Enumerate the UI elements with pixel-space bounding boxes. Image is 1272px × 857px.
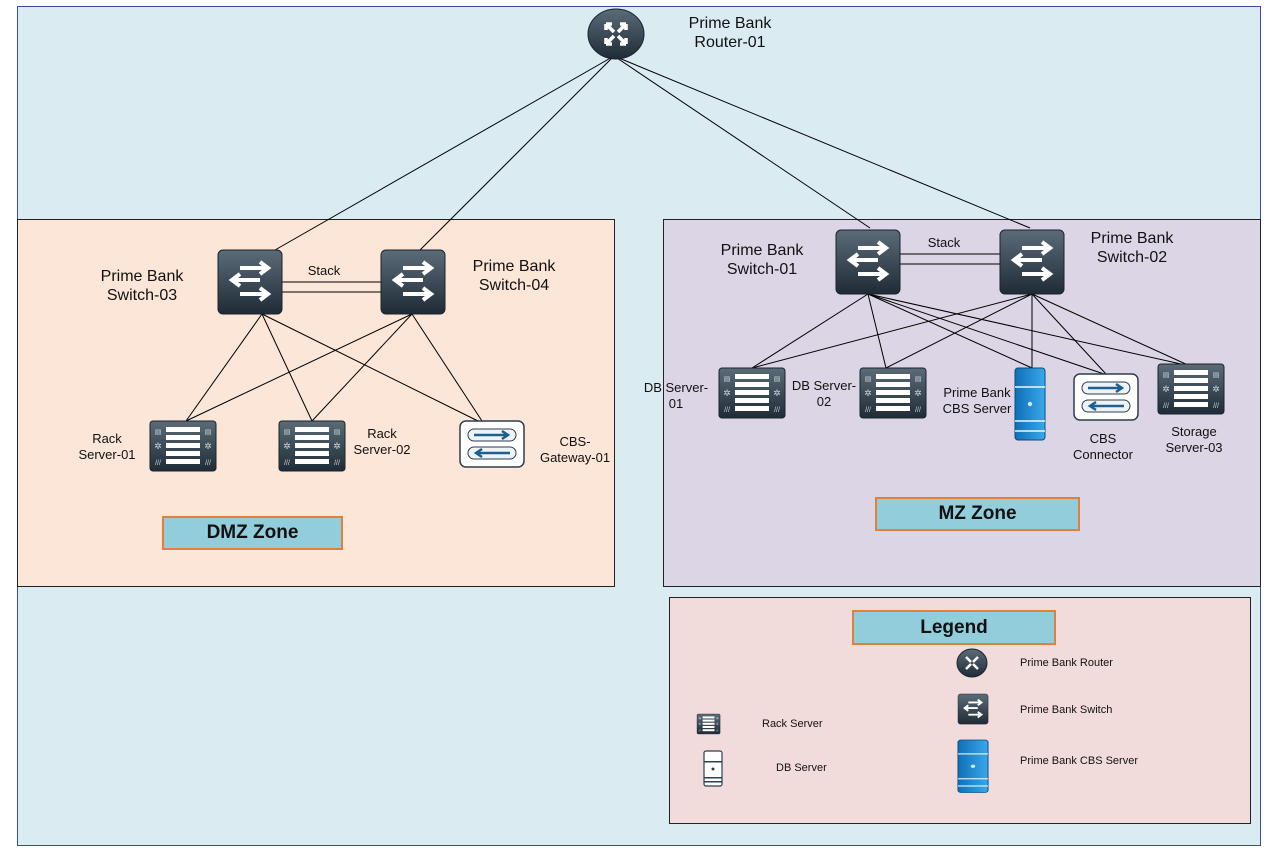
rack-server-01-label-line2: Server-01 <box>78 446 136 462</box>
rack-server-01-label-line1: Rack <box>92 431 122 446</box>
cbs-server-icon[interactable] <box>1014 367 1046 441</box>
switch-04-icon[interactable] <box>379 248 447 316</box>
rack-server-02-label-line2: Server-02 <box>353 441 411 457</box>
rack-server-01-label: Rack Server-01 <box>72 431 142 462</box>
router-label-line2: Router-01 <box>694 34 766 52</box>
legend-db-server-text: DB Server <box>776 762 827 774</box>
cbs-connector-label-line2: Connector <box>1073 446 1133 462</box>
legend-rack-server-text: Rack Server <box>762 718 823 730</box>
cbs-server-label-line1: Prime Bank <box>943 385 1011 400</box>
switch-01-label-line2: Switch-01 <box>726 261 798 279</box>
db-server-02-label: DB Server- 02 <box>786 378 862 409</box>
legend-switch-text: Prime Bank Switch <box>1020 704 1113 716</box>
db-server-01-label: DB Server- 01 <box>638 380 714 411</box>
cbs-gateway-01-label-line1: CBS- <box>559 434 591 449</box>
switch-01-label-line1: Prime Bank <box>720 242 804 259</box>
cbs-connector-label: CBS Connector <box>1066 431 1140 462</box>
switch-04-label-line2: Switch-04 <box>478 277 550 295</box>
switch-03-label-line2: Switch-03 <box>106 287 178 305</box>
cbs-gateway-01-label: CBS- Gateway-01 <box>532 434 618 465</box>
rack-server-02-label: Rack Server-02 <box>347 426 417 457</box>
rack-server-01-icon[interactable] <box>149 420 217 472</box>
switch-01-label: Prime Bank Switch-01 <box>712 241 812 279</box>
cbs-connector-icon[interactable] <box>1072 372 1140 422</box>
legend-router-text: Prime Bank Router <box>1020 657 1113 669</box>
legend-db-server-icon <box>703 750 723 787</box>
connection-lines <box>185 55 1191 422</box>
rack-server-02-icon[interactable] <box>278 420 346 472</box>
legend-title: Legend <box>852 610 1056 645</box>
cbs-server-label-line2: CBS Server <box>942 400 1012 416</box>
db-server-02-label-line1: DB Server- <box>791 378 857 393</box>
storage-server-03-label-line1: Storage <box>1171 424 1217 439</box>
switch-04-label-line1: Prime Bank <box>472 258 556 275</box>
storage-server-03-label: Storage Server-03 <box>1154 424 1234 455</box>
switch-02-icon[interactable] <box>998 228 1066 296</box>
router-icon[interactable] <box>587 8 645 60</box>
cbs-gateway-01-label-line2: Gateway-01 <box>539 449 611 465</box>
db-server-01-label-line1: DB Server- <box>643 380 709 395</box>
router-label: Prime Bank Router-01 <box>680 14 780 52</box>
db-server-01-label-line2: 01 <box>668 395 684 411</box>
legend-switch-icon <box>957 693 990 726</box>
mz-zone-label: MZ Zone <box>875 497 1080 531</box>
switch-03-label: Prime Bank Switch-03 <box>92 267 192 305</box>
switch-03-label-line1: Prime Bank <box>100 268 184 285</box>
switch-02-label-line1: Prime Bank <box>1090 230 1174 247</box>
cbs-gateway-01-icon[interactable] <box>458 419 526 469</box>
switch-02-label: Prime Bank Switch-02 <box>1082 229 1182 267</box>
storage-server-03-icon[interactable] <box>1157 363 1225 415</box>
stack-label-mz: Stack <box>927 235 961 250</box>
storage-server-03-label-line2: Server-03 <box>1165 439 1223 455</box>
router-label-line1: Prime Bank <box>688 15 772 32</box>
switch-02-label-line2: Switch-02 <box>1096 249 1168 267</box>
stack-label-dmz: Stack <box>307 263 341 278</box>
db-server-01-icon[interactable] <box>718 367 786 419</box>
rack-server-02-label-line1: Rack <box>367 426 397 441</box>
db-server-02-label-line2: 02 <box>816 393 832 409</box>
cbs-connector-label-line1: CBS <box>1089 431 1117 446</box>
cbs-server-label: Prime Bank CBS Server <box>938 385 1016 416</box>
switch-03-icon[interactable] <box>216 248 284 316</box>
switch-04-label: Prime Bank Switch-04 <box>462 257 566 295</box>
legend-cbs-server-text: Prime Bank CBS Server <box>1020 755 1138 767</box>
switch-01-icon[interactable] <box>834 228 902 296</box>
legend-cbs-server-icon <box>957 739 989 794</box>
db-server-02-icon[interactable] <box>859 367 927 419</box>
dmz-zone-label: DMZ Zone <box>162 516 343 550</box>
legend-rack-server-icon <box>696 713 721 735</box>
legend-router-icon <box>956 648 988 678</box>
